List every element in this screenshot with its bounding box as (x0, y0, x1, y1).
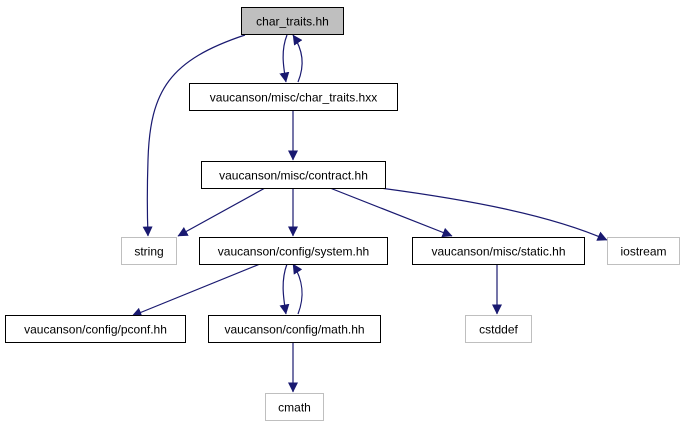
node-box (241, 7, 344, 35)
edge-math-to-system (292, 263, 303, 315)
edge-char-traits-hh-to-char-traits-hxx (279, 34, 290, 83)
node-label: vaucanson/misc/contract.hh (219, 169, 368, 183)
node-label: vaucanson/config/math.hh (224, 323, 364, 337)
node-box (208, 315, 381, 343)
node-label: vaucanson/config/system.hh (218, 245, 369, 259)
edge-contract-to-string (177, 187, 266, 237)
node-string[interactable]: string (121, 237, 177, 265)
edge-contract-to-iostream (379, 187, 608, 241)
node-label: vaucanson/config/pconf.hh (24, 323, 167, 337)
node-box (121, 237, 177, 265)
node-box (265, 393, 324, 421)
nodes: char_traits.hh vaucanson/misc/char_trait… (5, 7, 680, 421)
edge-char-traits-hh-to-string (142, 34, 246, 237)
edge-system-to-pconf (131, 263, 261, 318)
edges (131, 34, 608, 393)
node-contract[interactable]: vaucanson/misc/contract.hh (201, 161, 386, 189)
node-label: vaucanson/misc/static.hh (431, 245, 565, 259)
node-box (607, 237, 680, 265)
node-system[interactable]: vaucanson/config/system.hh (199, 237, 388, 265)
node-box (201, 161, 386, 189)
node-label: cmath (278, 401, 311, 415)
node-box (199, 237, 388, 265)
node-box (465, 315, 532, 343)
node-cstddef[interactable]: cstddef (465, 315, 532, 343)
node-static[interactable]: vaucanson/misc/static.hh (412, 237, 585, 265)
edge-contract-to-static (329, 187, 453, 238)
node-pconf[interactable]: vaucanson/config/pconf.hh (5, 315, 186, 343)
node-label: vaucanson/misc/char_traits.hxx (210, 91, 377, 105)
node-char-traits-hxx[interactable]: vaucanson/misc/char_traits.hxx (189, 83, 398, 111)
node-math[interactable]: vaucanson/config/math.hh (208, 315, 381, 343)
node-label: iostream (620, 245, 666, 259)
node-box (5, 315, 186, 343)
node-label: string (134, 245, 163, 259)
edge-char-traits-hxx-to-char-traits-hh (292, 34, 303, 83)
edge-system-to-math (279, 263, 290, 315)
node-cmath[interactable]: cmath (265, 393, 324, 421)
node-box (412, 237, 585, 265)
node-label: cstddef (479, 323, 518, 337)
node-iostream[interactable]: iostream (607, 237, 680, 265)
node-char-traits-hh[interactable]: char_traits.hh (241, 7, 344, 35)
node-label: char_traits.hh (256, 15, 329, 29)
node-box (189, 83, 398, 111)
